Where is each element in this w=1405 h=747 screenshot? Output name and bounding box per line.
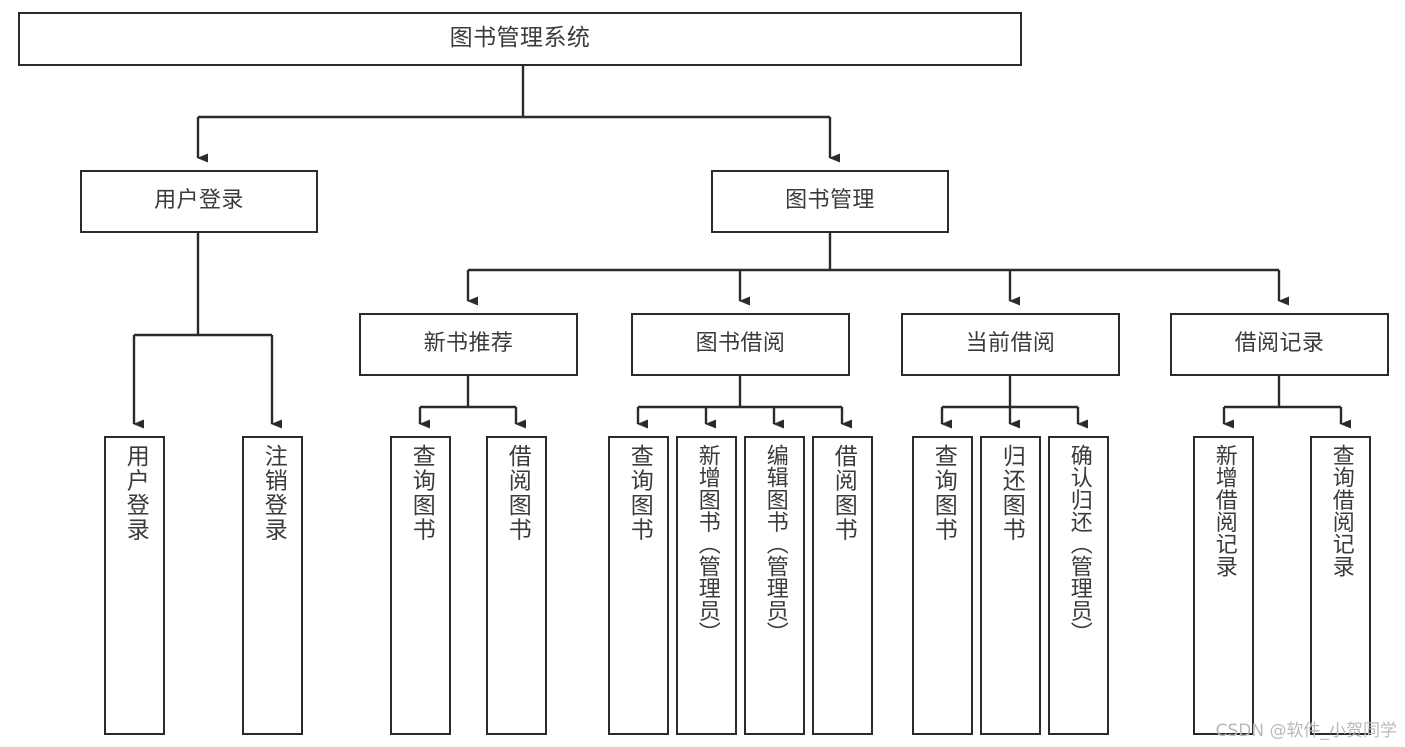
node-label: 图书管理系统 (449, 25, 591, 52)
node-leaf-newbook-query-book[interactable]: 查询图书 (390, 436, 451, 735)
node-label: 当前借阅 (965, 331, 1056, 357)
node-root-book-management-system[interactable]: 图书管理系统 (18, 12, 1022, 66)
node-label: 确认归还（管理员） (1066, 444, 1092, 644)
node-label: 注销登录 (260, 444, 287, 542)
node-label: 借阅记录 (1234, 331, 1325, 357)
node-user-login[interactable]: 用户登录 (80, 170, 318, 233)
node-label: 图书管理 (785, 188, 875, 214)
node-label: 查询借阅记录 (1328, 444, 1354, 578)
node-leaf-borrow-borrow-book[interactable]: 借阅图书 (812, 436, 873, 735)
node-label: 新书推荐 (423, 331, 514, 357)
node-leaf-current-confirm-return-admin[interactable]: 确认归还（管理员） (1048, 436, 1109, 735)
node-borrow-record[interactable]: 借阅记录 (1170, 313, 1389, 376)
node-leaf-record-add-record[interactable]: 新增借阅记录 (1193, 436, 1254, 735)
node-label: 借阅图书 (830, 444, 857, 542)
node-label: 新增图书（管理员） (694, 444, 720, 644)
node-leaf-newbook-borrow-book[interactable]: 借阅图书 (486, 436, 547, 735)
node-leaf-user-login-login[interactable]: 用户登录 (104, 436, 165, 735)
node-label: 编辑图书（管理员） (762, 444, 788, 644)
node-leaf-borrow-query-book[interactable]: 查询图书 (608, 436, 669, 735)
node-current-borrow[interactable]: 当前借阅 (901, 313, 1120, 376)
watermark: CSDN @软件_小贺同学 (1215, 721, 1397, 741)
node-label: 借阅图书 (504, 444, 531, 542)
node-book-borrow[interactable]: 图书借阅 (631, 313, 850, 376)
node-label: 归还图书 (998, 444, 1025, 542)
node-book-management[interactable]: 图书管理 (711, 170, 949, 233)
node-label: 新增借阅记录 (1211, 444, 1237, 578)
node-new-book-recommend[interactable]: 新书推荐 (359, 313, 578, 376)
node-leaf-current-query-book[interactable]: 查询图书 (912, 436, 973, 735)
node-leaf-user-login-logout[interactable]: 注销登录 (242, 436, 303, 735)
node-leaf-borrow-edit-book-admin[interactable]: 编辑图书（管理员） (744, 436, 805, 735)
node-label: 查询图书 (408, 444, 435, 542)
node-label: 查询图书 (930, 444, 957, 542)
node-leaf-current-return-book[interactable]: 归还图书 (980, 436, 1041, 735)
node-leaf-record-query-record[interactable]: 查询借阅记录 (1310, 436, 1371, 735)
node-leaf-borrow-add-book-admin[interactable]: 新增图书（管理员） (676, 436, 737, 735)
node-label: 查询图书 (626, 444, 653, 542)
node-label: 用户登录 (154, 188, 244, 214)
node-label: 用户登录 (122, 444, 149, 542)
node-label: 图书借阅 (695, 331, 786, 357)
